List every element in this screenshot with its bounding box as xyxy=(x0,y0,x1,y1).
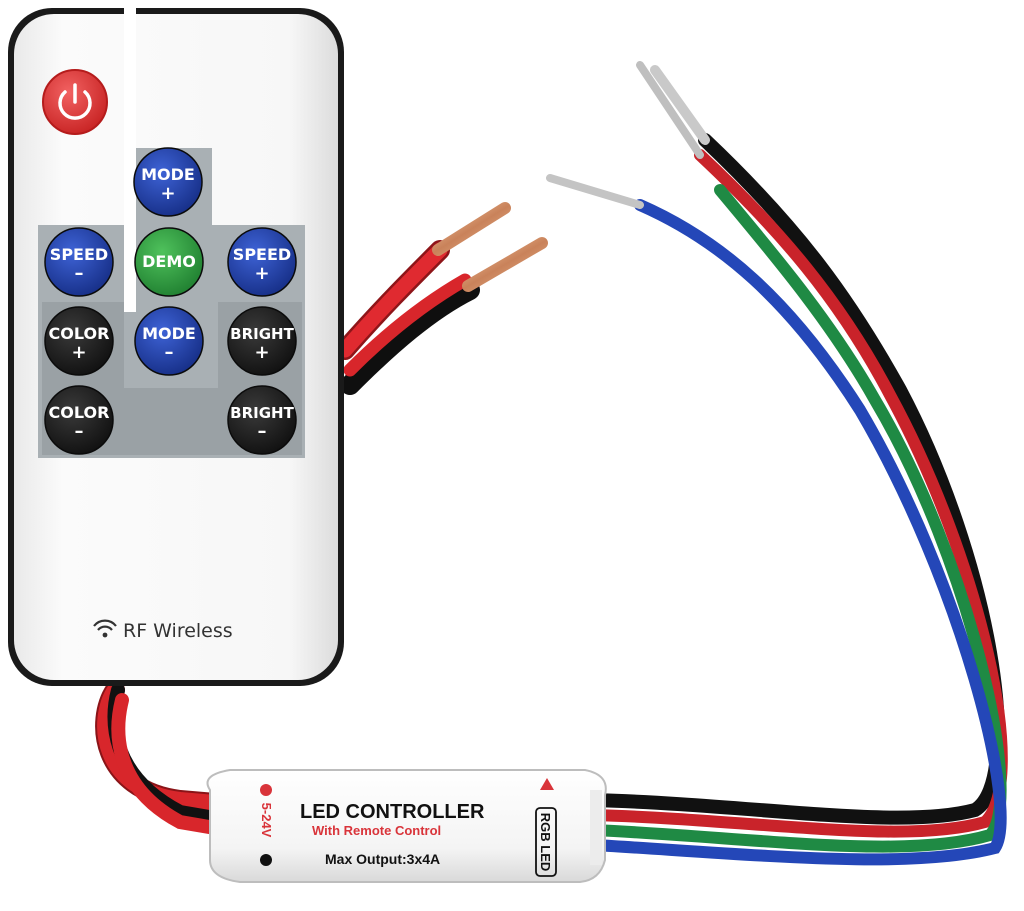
svg-text:5-24V: 5-24V xyxy=(259,803,274,838)
speed-plus-button[interactable]: SPEED+ xyxy=(227,227,297,297)
controller-max-output: Max Output:3x4A xyxy=(325,851,440,867)
led-controller-module: 5-24V LED CONTROLLER With Remote Control… xyxy=(206,769,607,883)
wifi-icon xyxy=(93,619,117,638)
color-plus-label-2: + xyxy=(71,342,86,363)
power-lead-wires xyxy=(335,202,548,395)
bright-minus-button[interactable]: BRIGHT– xyxy=(227,385,297,455)
mode-minus-button[interactable]: MODE– xyxy=(134,306,204,376)
mode-plus-label-2: + xyxy=(160,183,175,204)
remote-brand-text: RF Wireless xyxy=(123,620,233,642)
power-button[interactable] xyxy=(42,69,108,135)
rf-wireless-label: RF Wireless xyxy=(93,619,233,642)
power-icon xyxy=(58,83,92,120)
negative-marker xyxy=(260,854,272,866)
svg-text:RGB LED: RGB LED xyxy=(538,813,553,872)
color-minus-button[interactable]: COLOR– xyxy=(44,385,114,455)
speed-minus-label-1: SPEED xyxy=(50,245,108,264)
positive-marker xyxy=(260,784,272,796)
bright-minus-label-2: – xyxy=(258,421,267,442)
controller-title: LED CONTROLLER xyxy=(300,801,485,823)
bright-plus-button[interactable]: BRIGHT+ xyxy=(227,306,297,376)
mode-plus-label-1: MODE xyxy=(141,165,195,184)
power-input-wires xyxy=(95,680,225,835)
bright-plus-label-1: BRIGHT xyxy=(230,325,294,343)
speed-plus-label-1: SPEED xyxy=(233,245,291,264)
rgb-led-badge: RGB LED xyxy=(535,807,557,877)
warning-icon xyxy=(540,778,554,790)
controller-subtitle: With Remote Control xyxy=(312,823,441,838)
demo-button[interactable]: DEMO xyxy=(134,227,204,297)
demo-label-1: DEMO xyxy=(142,252,196,271)
color-minus-label-1: COLOR xyxy=(49,403,110,422)
mode-minus-label-1: MODE xyxy=(142,324,196,343)
speed-minus-label-2: – xyxy=(75,263,84,284)
speed-plus-label-2: + xyxy=(254,263,269,284)
mode-plus-button[interactable]: MODE+ xyxy=(133,147,203,217)
mode-minus-label-2: – xyxy=(165,342,174,363)
color-plus-button[interactable]: COLOR+ xyxy=(44,306,114,376)
color-minus-label-2: – xyxy=(75,421,84,442)
voltage-label: 5-24V xyxy=(259,803,274,838)
bright-minus-label-1: BRIGHT xyxy=(230,404,294,422)
bright-plus-label-2: + xyxy=(254,342,269,363)
rgb-output-wires xyxy=(546,61,1008,866)
speed-minus-button[interactable]: SPEED– xyxy=(44,227,114,297)
color-plus-label-1: COLOR xyxy=(49,324,110,343)
